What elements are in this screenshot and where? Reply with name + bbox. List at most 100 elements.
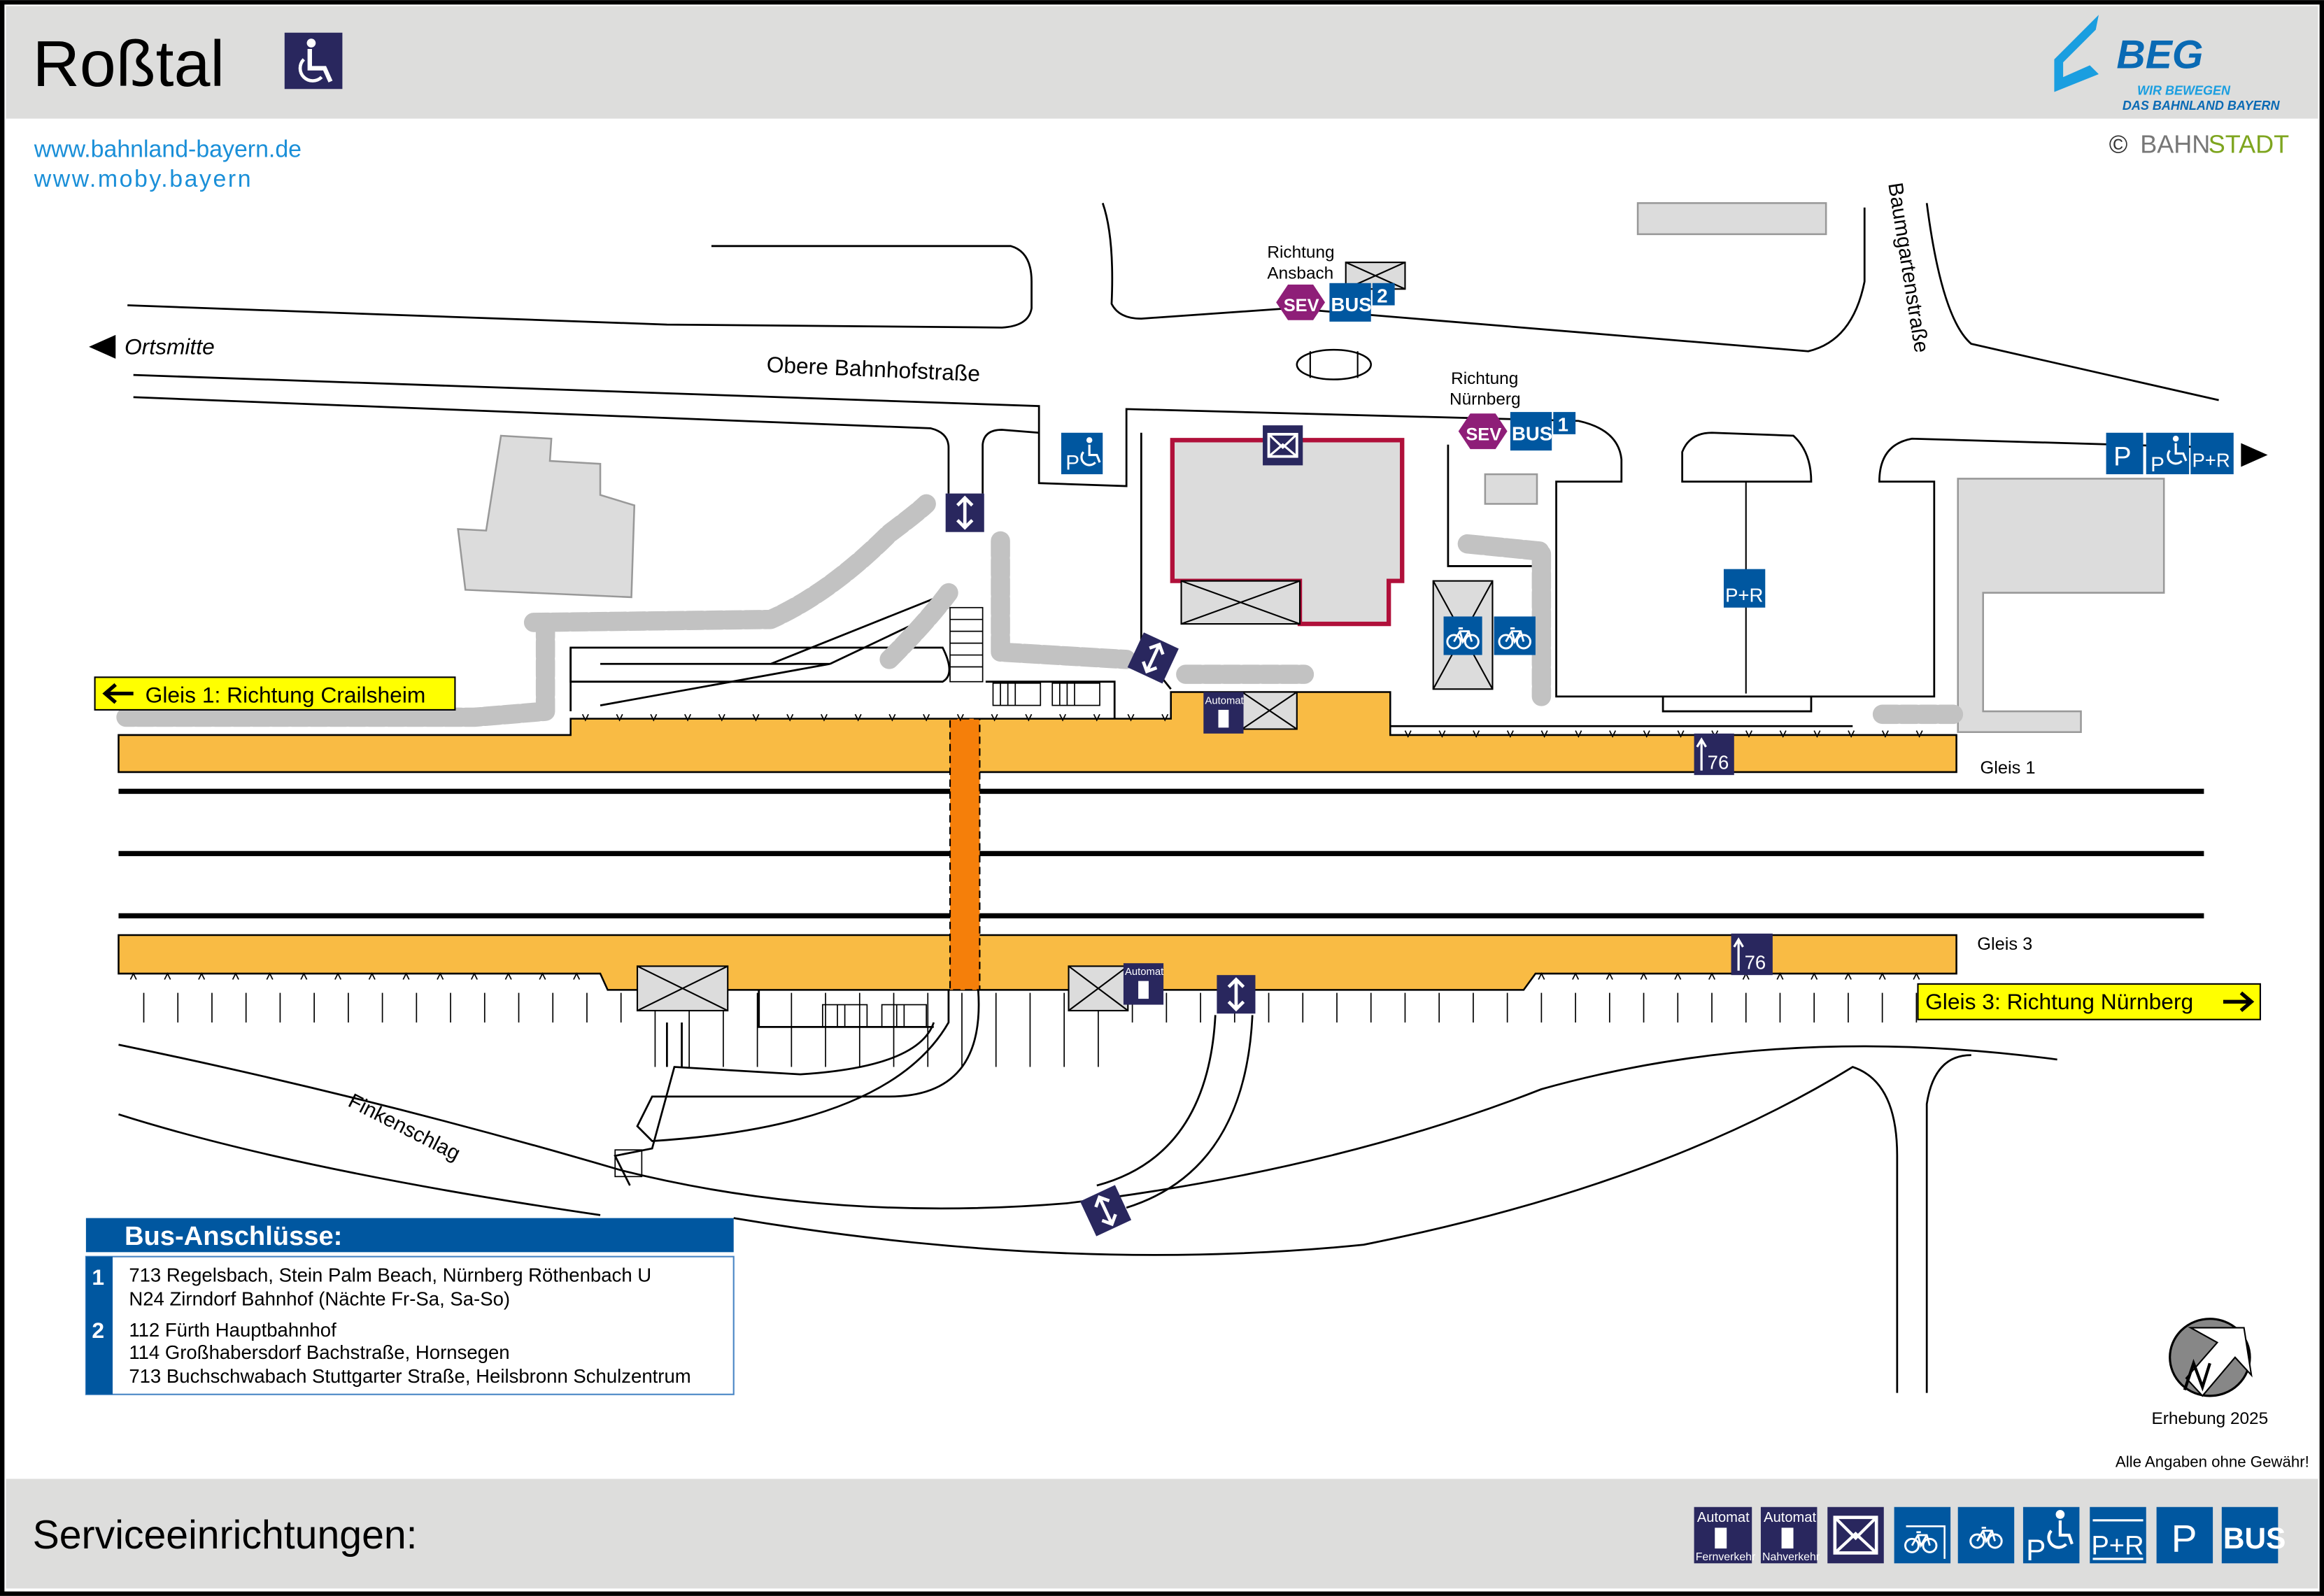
edge-tick	[1779, 730, 1787, 738]
building	[1636, 202, 1827, 236]
ticket-machine-icon: Automat	[1123, 963, 1164, 1005]
edge-tick	[786, 713, 794, 722]
svg-text:Ansbach: Ansbach	[1267, 264, 1333, 283]
edge-tick	[1640, 972, 1648, 980]
arrow-right-icon	[2223, 991, 2255, 1013]
beg-logo: BEG WIR BEWEGEN DAS BAHNLAND BAYERN	[2054, 15, 2281, 113]
edge-tick	[1404, 730, 1412, 738]
direction-gleis-1: Gleis 1: Richtung Crailsheim	[94, 676, 456, 711]
svg-text:Nahverkehr: Nahverkehr	[1762, 1551, 1820, 1563]
svg-text:2: 2	[1377, 285, 1387, 306]
footer: Serviceeinrichtungen: Automat Fernverkeh…	[6, 1479, 2318, 1589]
building	[457, 434, 636, 599]
parking-signs-east: P P P+R	[2106, 432, 2268, 476]
edge-tick	[1438, 730, 1446, 738]
link-bahnland[interactable]: www.bahnland-bayern.de	[34, 136, 302, 163]
edge-tick	[198, 972, 206, 980]
platform-height-gleis-3: 76	[1731, 933, 1773, 976]
svg-text:P: P	[2026, 1534, 2046, 1567]
parking-icon: P	[2156, 1506, 2213, 1564]
bus-stop-nuernberg: Richtung Nürnberg SEV BUS 1	[1450, 369, 1576, 451]
roads	[118, 202, 2219, 1393]
svg-text:BUS: BUS	[1331, 294, 1372, 315]
wheelchair-accessible-icon	[284, 32, 343, 90]
edge-tick	[1844, 972, 1852, 980]
edge-tick	[1776, 972, 1784, 980]
edge-tick	[752, 713, 760, 722]
edge-tick	[437, 972, 444, 980]
gleis-1-label: Gleis 1	[1980, 758, 2035, 778]
svg-text:1: 1	[1558, 414, 1568, 436]
bus-line: N24 Zirndorf Bahnhof (Nächte Fr-Sa, Sa-S…	[129, 1288, 510, 1310]
link-moby[interactable]: www.moby.bayern	[34, 166, 253, 192]
accessible-parking-icon: P	[2022, 1506, 2080, 1567]
edge-tick	[888, 713, 896, 722]
covered-bike-parking-icon	[1894, 1506, 1951, 1564]
edge-tick	[232, 972, 239, 980]
bus-icon: BUS	[2221, 1506, 2286, 1564]
bike-parking-icon	[1957, 1506, 2015, 1564]
elevator-icon	[1217, 975, 1255, 1013]
svg-text:STADT: STADT	[2209, 129, 2289, 158]
park-and-ride-icon: P+R	[2090, 1506, 2146, 1564]
svg-text:BEG: BEG	[2116, 33, 2203, 78]
edge-tick	[581, 713, 589, 722]
accessible-parking-sign: P	[1061, 432, 1103, 475]
edge-tick	[923, 713, 930, 722]
ticket-machine-regional-icon: Automat Nahverkehr	[1760, 1506, 1820, 1564]
park-and-ride-sign: P+R	[1723, 569, 1766, 608]
svg-text:P+R: P+R	[2192, 449, 2230, 471]
svg-text:Automat: Automat	[1764, 1510, 1816, 1525]
bus-connections-panel: Bus-Anschlüsse: 1 2 713 Regelsbach, Stei…	[85, 1218, 735, 1395]
edge-tick	[616, 713, 623, 722]
platform-gleis-3	[118, 934, 1957, 991]
svg-text:76: 76	[1745, 952, 1766, 974]
edge-tick	[1913, 972, 1920, 980]
edge-tick	[1811, 972, 1818, 980]
platform-edge-ticks	[129, 713, 1923, 1067]
svg-text:Fernverkehr: Fernverkehr	[1696, 1551, 1756, 1563]
edge-tick	[1609, 730, 1617, 738]
svg-text:BUS: BUS	[2223, 1522, 2286, 1555]
disclaimer: Alle Angaben ohne Gewähr!	[2116, 1453, 2309, 1471]
edge-tick	[1915, 730, 1923, 738]
edge-tick	[1127, 713, 1135, 722]
edge-tick	[573, 972, 581, 980]
edge-tick	[1674, 972, 1682, 980]
svg-text:Nürnberg: Nürnberg	[1450, 390, 1521, 409]
svg-text:P: P	[2113, 441, 2131, 471]
edge-tick	[1538, 972, 1545, 980]
edge-tick	[1643, 730, 1650, 738]
mailbox-icon	[1263, 425, 1303, 466]
ticket-machine-icon: Automat	[1203, 692, 1245, 734]
bahnstadt-copyright: © BAHN STADT	[2109, 129, 2289, 158]
svg-text:76: 76	[1708, 752, 1729, 774]
bike-parking-icon	[1494, 616, 1536, 655]
platform-gleis-1	[118, 691, 1957, 774]
edge-tick	[1025, 713, 1033, 722]
svg-text:Automat: Automat	[1697, 1510, 1750, 1525]
edge-tick	[1161, 713, 1169, 722]
bus-connections-title: Bus-Anschlüsse:	[125, 1221, 342, 1251]
edge-tick	[368, 972, 376, 980]
svg-text:P+R: P+R	[2091, 1531, 2144, 1561]
edge-tick	[539, 972, 546, 980]
edge-tick	[820, 713, 828, 722]
svg-text:Gleis 3: Richtung Nürnberg: Gleis 3: Richtung Nürnberg	[1925, 989, 2193, 1014]
edge-tick	[1708, 972, 1716, 980]
edge-tick	[1093, 713, 1100, 722]
edge-tick	[1881, 730, 1889, 738]
edge-tick	[1745, 730, 1752, 738]
svg-text:DAS BAHNLAND BAYERN: DAS BAHNLAND BAYERN	[2123, 99, 2281, 113]
svg-text:©: ©	[2109, 129, 2128, 158]
station-title: Roßtal	[33, 27, 225, 100]
svg-text:2: 2	[92, 1318, 104, 1343]
survey-year: Erhebung 2025	[2152, 1409, 2269, 1428]
mailbox-icon	[1827, 1506, 1884, 1564]
edge-tick	[1813, 730, 1821, 738]
header: Roßtal BEG WIR BEWEGEN DAS BAHNLAND BAYE…	[6, 6, 2318, 119]
svg-text:BAHN: BAHN	[2140, 129, 2210, 158]
gleis-3-label: Gleis 3	[1977, 934, 2032, 954]
svg-text:Richtung: Richtung	[1267, 243, 1334, 262]
